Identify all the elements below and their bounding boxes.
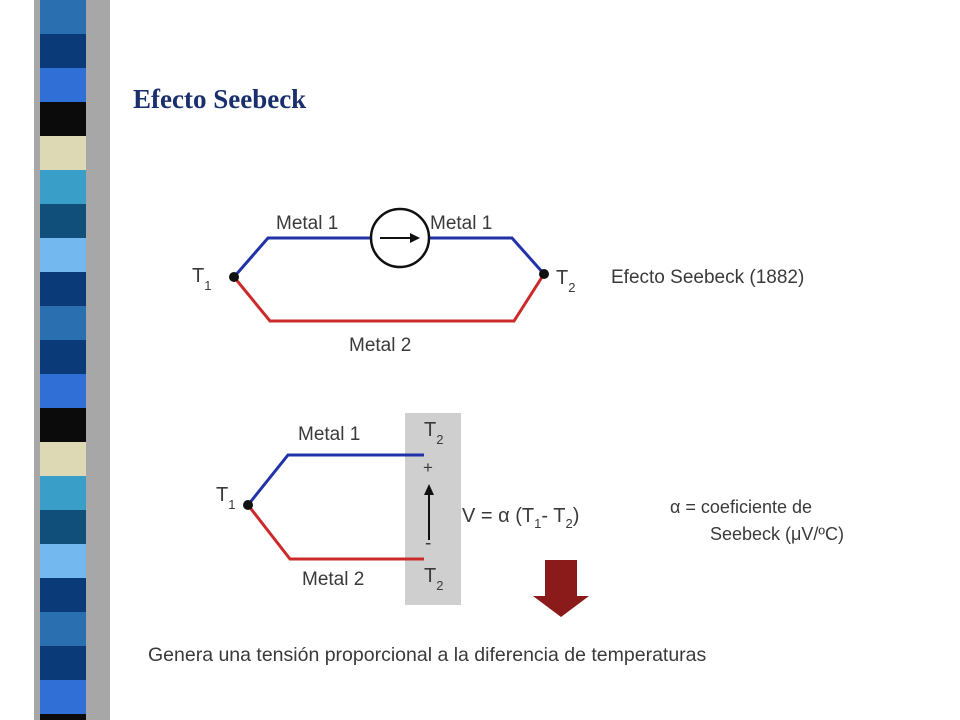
alpha-definition-line1: α = coeficiente de	[670, 497, 812, 517]
sidebar-stripe	[40, 408, 86, 442]
t2-junction-top	[539, 269, 549, 279]
t2-label-bottom: T2	[424, 565, 443, 593]
t1-base: T	[192, 265, 204, 287]
metal2-wire-top	[232, 273, 546, 323]
t2-label: T2	[556, 267, 575, 295]
t1-label: T1	[192, 265, 211, 293]
eq-sub1: 1	[534, 516, 541, 531]
t2-label-top: T2	[424, 419, 443, 447]
sidebar-stripe	[40, 646, 86, 680]
sidebar-stripe	[40, 204, 86, 238]
t2-top-sub: 2	[436, 432, 443, 447]
sidebar-stripe	[40, 680, 86, 714]
sidebar-stripe	[40, 272, 86, 306]
bottom-caption: Genera una tensión proporcional a la dif…	[148, 644, 707, 666]
metal2-label-bottom: Metal 2	[302, 569, 364, 590]
t2-sub: 2	[568, 280, 575, 295]
metal1-wire-bottom	[246, 453, 424, 506]
sidebar-stripe	[40, 714, 86, 720]
sidebar-stripe	[40, 170, 86, 204]
t1-sub: 1	[204, 278, 211, 293]
top-diagram: Metal 1 Metal 1 Metal 2 T1 T2 Efecto See…	[192, 207, 804, 356]
sidebar-stripe	[40, 476, 86, 510]
t2-bottom-base: T	[424, 565, 436, 587]
eq-suffix: )	[573, 505, 580, 527]
t2-bottom-sub: 2	[436, 578, 443, 593]
sidebar-stripe	[40, 510, 86, 544]
metal1-label-bottom: Metal 1	[298, 424, 360, 445]
sidebar-stripe	[40, 34, 86, 68]
sidebar-stripe	[40, 544, 86, 578]
sidebar-stripe	[40, 306, 86, 340]
seebeck-caption: Efecto Seebeck (1882)	[611, 267, 804, 288]
arrow-up-icon	[424, 484, 434, 540]
eq-prefix: V = α (T	[462, 505, 534, 527]
t1-junction-top	[229, 272, 239, 282]
t2-top-base: T	[424, 419, 436, 441]
sidebar-stripe	[40, 340, 86, 374]
metal1-label-right: Metal 1	[430, 213, 492, 234]
t1-sub-bottom: 1	[228, 497, 235, 512]
t1-junction-bottom	[243, 500, 253, 510]
sidebar-stripe	[40, 612, 86, 646]
metal1-label-left: Metal 1	[276, 213, 338, 234]
voltage-equation: V = α (T1- T2)	[462, 505, 579, 531]
alpha-definition-line2: Seebeck (μV/ºC)	[710, 524, 844, 544]
sidebar-stripe	[40, 0, 86, 34]
slide-title: Efecto Seebeck	[133, 84, 307, 114]
arrow-right-icon	[380, 233, 420, 243]
metal2-wire-bottom	[246, 504, 424, 561]
sidebar-decoration	[0, 0, 110, 720]
meter-panel	[405, 413, 461, 605]
sidebar-stripe	[40, 442, 86, 476]
sidebar-stripe	[40, 68, 86, 102]
sidebar-stripe	[40, 102, 86, 136]
sidebar-stripe	[40, 238, 86, 272]
t1-base-bottom: T	[216, 484, 228, 506]
sidebar-stripe	[40, 136, 86, 170]
t2-base: T	[556, 267, 568, 289]
metal1-wire-top	[232, 236, 546, 278]
down-arrow-icon	[533, 560, 589, 617]
sidebar-stripe	[40, 374, 86, 408]
plus-sign: +	[423, 458, 433, 477]
minus-sign: -	[425, 533, 431, 554]
sidebar-stripe	[40, 578, 86, 612]
eq-sub2: 2	[565, 516, 572, 531]
t1-label-bottom: T1	[216, 484, 235, 512]
eq-mid: - T	[541, 505, 565, 527]
bottom-diagram: Metal 1 Metal 2 T1 T2 T2 + - V = α (T1- …	[216, 413, 844, 617]
metal2-label: Metal 2	[349, 335, 411, 356]
voltmeter	[369, 207, 431, 269]
